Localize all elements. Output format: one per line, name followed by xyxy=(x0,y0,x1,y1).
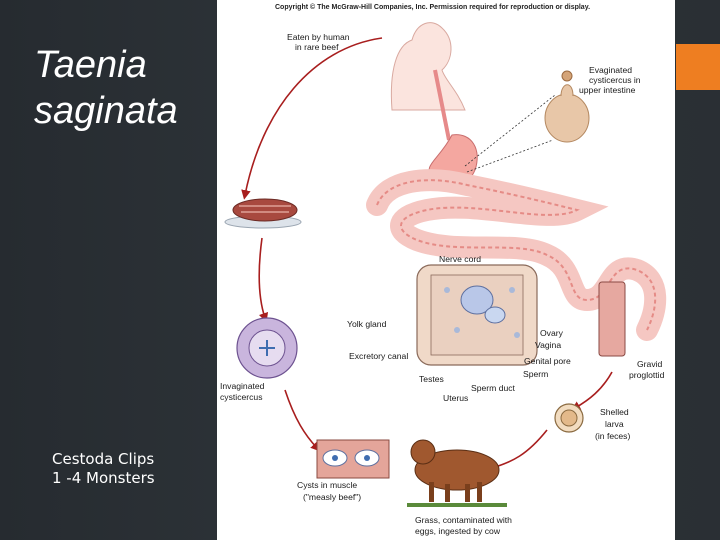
label-cysts-2: ("measly beef") xyxy=(303,492,361,502)
cow-illustration xyxy=(407,439,507,507)
label-evag-3: upper intestine xyxy=(579,85,636,95)
slide-caption: Cestoda Clips 1 -4 Monsters xyxy=(52,450,155,488)
label-testes: Testes xyxy=(419,374,444,384)
cycle-arrow-right xyxy=(570,371,613,411)
intestine-illustration xyxy=(366,169,667,341)
label-nerve-cord: Nerve cord xyxy=(439,254,481,264)
title-line-2: saginata xyxy=(34,90,178,132)
life-cycle-diagram: Copyright © The McGraw-Hill Companies, I… xyxy=(220,3,667,536)
accent-tab xyxy=(676,44,720,90)
label-ovary: Ovary xyxy=(540,328,564,338)
life-cycle-figure: Copyright © The McGraw-Hill Companies, I… xyxy=(217,0,675,540)
cycle-arrow-top xyxy=(241,37,383,200)
label-excretory-canal: Excretory canal xyxy=(349,351,408,361)
cycle-arrow-bottom-right xyxy=(487,429,548,472)
label-evag-1: Evaginated xyxy=(589,65,632,75)
caption-line-1: Cestoda Clips xyxy=(52,450,155,468)
label-eaten-2: in rare beef xyxy=(295,42,339,52)
label-uterus: Uterus xyxy=(443,393,468,403)
label-cysts-1: Cysts in muscle xyxy=(297,480,357,490)
label-gravid-2: proglottid xyxy=(629,370,665,380)
gravid-proglottid-illustration xyxy=(598,281,626,357)
invaginated-cysticercus-illustration xyxy=(236,317,298,379)
rare-beef-illustration xyxy=(224,198,302,229)
proglottid-cross-section xyxy=(416,264,538,366)
label-vagina: Vagina xyxy=(535,340,561,350)
label-evag-2: cysticercus in xyxy=(589,75,641,85)
label-sperm-duct: Sperm duct xyxy=(471,383,516,393)
title-line-1: Taenia xyxy=(34,44,147,86)
slide-title: Taenia saginata xyxy=(34,42,214,134)
label-genital-pore: Genital pore xyxy=(524,356,571,366)
cycle-arrow-left xyxy=(258,237,269,323)
label-shelled-2: larva xyxy=(605,419,624,429)
label-gravid-1: Gravid xyxy=(637,359,663,369)
cycle-arrow-bottom-left xyxy=(284,389,321,452)
human-figure xyxy=(390,22,466,141)
evaginated-cysticercus-illustration xyxy=(544,70,590,143)
label-invag-2: cysticercus xyxy=(220,392,263,402)
label-grass-1: Grass, contaminated with xyxy=(415,515,512,525)
label-yolk-gland: Yolk gland xyxy=(347,319,387,329)
copyright-line: Copyright © The McGraw-Hill Companies, I… xyxy=(275,3,590,11)
shelled-larva-illustration xyxy=(554,403,584,433)
label-grass-2: eggs, ingested by cow xyxy=(415,526,501,536)
label-eaten-1: Eaten by human xyxy=(287,32,350,42)
label-sperm: Sperm xyxy=(523,369,548,379)
caption-line-2: 1 -4 Monsters xyxy=(52,469,155,487)
label-invag-1: Invaginated xyxy=(220,381,265,391)
label-shelled-3: (in feces) xyxy=(595,431,630,441)
label-shelled-1: Shelled xyxy=(600,407,629,417)
muscle-cysts-illustration xyxy=(316,439,390,479)
